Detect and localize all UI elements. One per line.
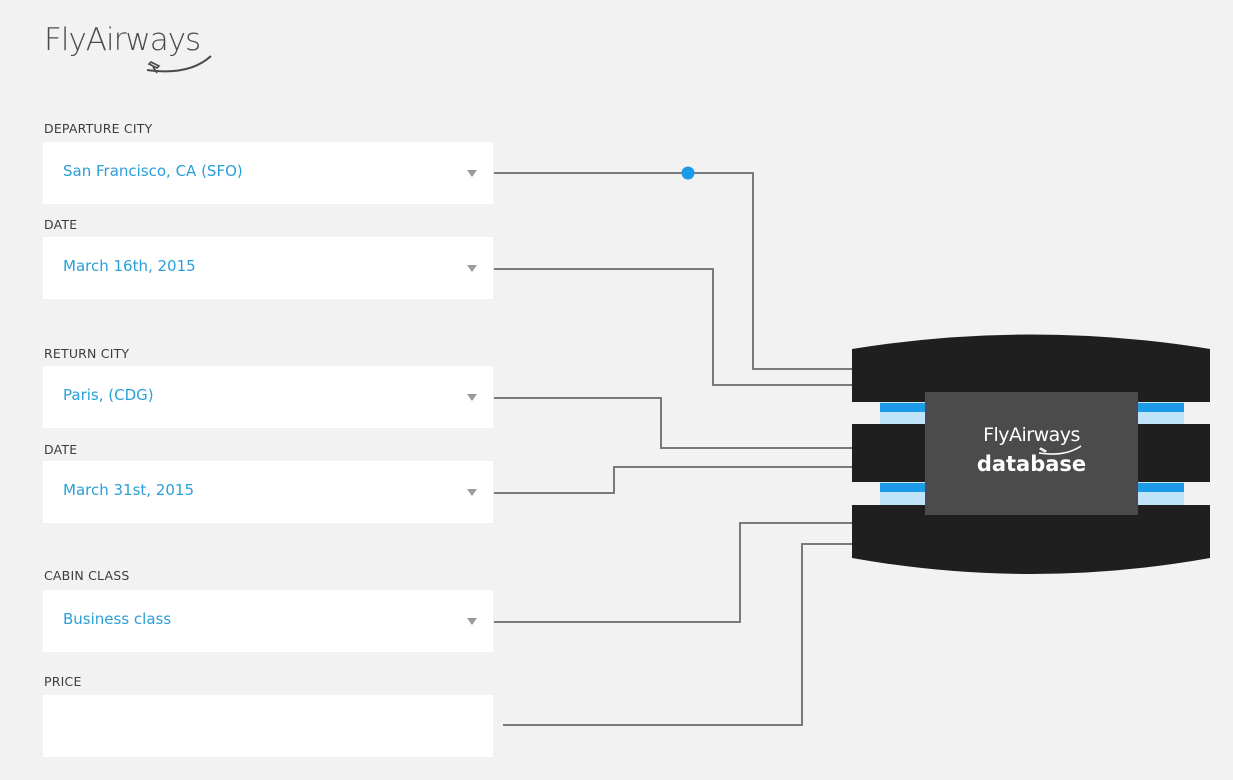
chevron-down-icon xyxy=(467,618,477,625)
database-brand: FlyAirways xyxy=(983,424,1080,446)
departure-city-select[interactable]: San Francisco, CA (SFO) xyxy=(43,142,493,204)
signal-dot xyxy=(681,166,695,180)
departure-date-value: March 16th, 2015 xyxy=(63,257,196,275)
return-city-value: Paris, (CDG) xyxy=(63,386,154,404)
departure-date-select[interactable]: March 16th, 2015 xyxy=(43,237,493,299)
chevron-down-icon xyxy=(467,489,477,496)
database-bottom-layer xyxy=(852,505,1210,574)
price-label: PRICE xyxy=(44,674,82,689)
return-date-label: DATE xyxy=(44,442,78,457)
database-glow-bar xyxy=(1138,403,1184,412)
database-glow-bar xyxy=(1138,483,1184,492)
wire-return-date xyxy=(494,466,852,494)
chevron-down-icon xyxy=(467,394,477,401)
wire-departure-city xyxy=(494,172,852,370)
wire-group xyxy=(494,172,852,726)
price-input[interactable] xyxy=(43,695,493,757)
database-glow-bar xyxy=(880,403,925,412)
return-date-value: March 31st, 2015 xyxy=(63,481,194,499)
cabin-class-label: CABIN CLASS xyxy=(44,568,130,583)
plane-swoosh-icon xyxy=(1038,445,1082,455)
wire-departure-date xyxy=(494,268,852,386)
database-label: database xyxy=(976,452,1087,476)
database-top-layer xyxy=(852,334,1210,402)
database-glow-bar xyxy=(880,483,925,492)
return-city-select[interactable]: Paris, (CDG) xyxy=(43,366,493,428)
database-panel: FlyAirways database xyxy=(925,392,1138,515)
flyairways-logo: FlyAirways xyxy=(44,22,234,80)
cabin-class-select[interactable]: Business class xyxy=(43,590,493,652)
logo-text: FlyAirways xyxy=(44,22,201,58)
return-date-select[interactable]: March 31st, 2015 xyxy=(43,461,493,523)
return-city-label: RETURN CITY xyxy=(44,346,130,361)
chevron-down-icon xyxy=(467,170,477,177)
departure-city-value: San Francisco, CA (SFO) xyxy=(63,162,243,180)
wire-return-city xyxy=(494,397,852,449)
wire-price xyxy=(503,543,852,726)
plane-swoosh-icon xyxy=(146,55,212,74)
cabin-class-value: Business class xyxy=(63,610,172,628)
chevron-down-icon xyxy=(467,265,477,272)
departure-city-label: DEPARTURE CITY xyxy=(44,121,153,136)
departure-date-label: DATE xyxy=(44,217,78,232)
wire-cabin-class xyxy=(494,522,852,623)
